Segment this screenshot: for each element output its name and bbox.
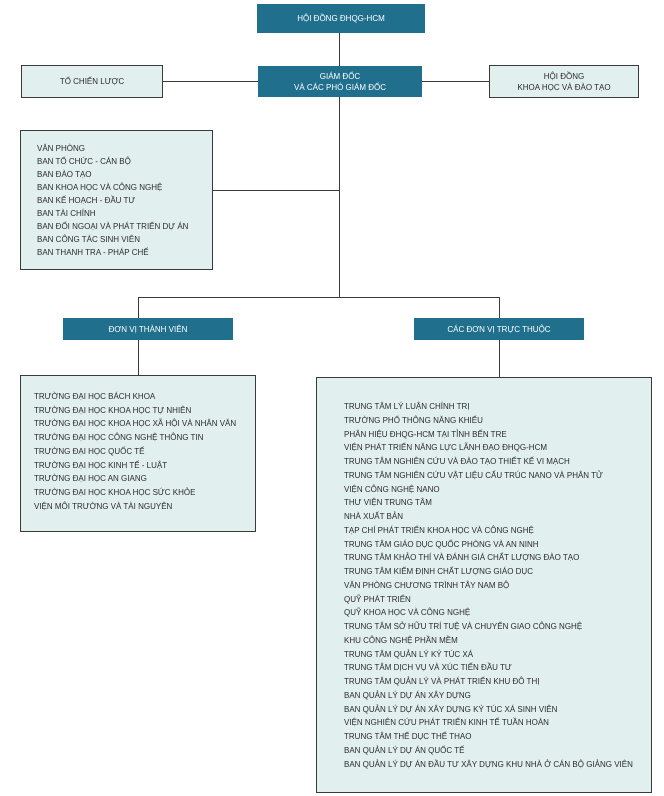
department-item: BAN TÀI CHÍNH	[37, 209, 96, 218]
affiliated-unit-item: KHU CÔNG NGHỆ PHẦN MỀM	[344, 635, 458, 645]
affiliated-unit-item: THƯ VIỆN TRUNG TÂM	[344, 498, 432, 508]
departments-box: VĂN PHÒNG BAN TỔ CHỨC - CÁN BỘ BAN ĐÀO T…	[20, 130, 213, 270]
member-units-list: TRƯỜNG ĐẠI HỌC BÁCH KHOA TRƯỜNG ĐẠI HỌC …	[34, 390, 255, 513]
affiliated-unit-item: TRUNG TÂM QUẢN LÝ VÀ PHÁT TRIỂN KHU ĐÔ T…	[344, 677, 540, 686]
affiliated-unit-item: VIỆN PHÁT TRIỂN NĂNG LỰC LÃNH ĐẠO ĐHQG-H…	[344, 443, 548, 453]
affiliated-units-title: CÁC ĐƠN VỊ TRỰC THUỘC	[447, 324, 551, 334]
member-units-title: ĐƠN VỊ THÀNH VIÊN	[108, 324, 188, 334]
member-units-box: TRƯỜNG ĐẠI HỌC BÁCH KHOA TRƯỜNG ĐẠI HỌC …	[20, 375, 256, 532]
affiliated-unit-item: BAN QUẢN LÝ DỰ ÁN QUỐC TẾ	[344, 745, 465, 755]
affiliated-unit-item: QUỸ KHOA HỌC VÀ CÔNG NGHỆ	[344, 608, 471, 618]
member-unit-item: TRƯỜNG ĐẠI HỌC CÔNG NGHỆ THÔNG TIN	[34, 433, 204, 443]
connector-top	[339, 33, 340, 66]
affiliated-unit-item: VIỆN CÔNG NGHỆ NANO	[344, 484, 440, 494]
affiliated-unit-item: NHÀ XUẤT BẢN	[344, 512, 403, 521]
department-item: BAN KẾ HOẠCH - ĐẦU TƯ	[37, 196, 136, 205]
affiliated-unit-item: BAN QUẢN LÝ DỰ ÁN XÂY DỰNG	[344, 690, 471, 700]
department-item: BAN TỔ CHỨC - CÁN BỘ	[37, 157, 131, 166]
director-box: GIÁM ĐỐC VÀ CÁC PHÓ GIÁM ĐỐC	[258, 66, 422, 97]
department-item: BAN CÔNG TÁC SINH VIÊN	[37, 235, 140, 244]
affiliated-unit-item: BAN QUẢN LÝ DỰ ÁN XÂY DỰNG KÝ TÚC XÁ SIN…	[344, 704, 558, 714]
director-line1: GIÁM ĐỐC	[319, 71, 361, 81]
affiliated-unit-item: TRƯỜNG PHỔ THÔNG NĂNG KHIẾU	[344, 415, 483, 425]
member-unit-item: TRƯỜNG ĐẠI HỌC KINH TẾ - LUẬT	[34, 460, 168, 470]
connector-split	[138, 297, 500, 298]
affiliated-unit-item: TRUNG TÂM DỊCH VỤ VÀ XÚC TIẾN ĐẦU TƯ	[344, 663, 512, 673]
connector-member-list	[138, 340, 139, 375]
member-units-header: ĐƠN VỊ THÀNH VIÊN	[63, 318, 233, 340]
department-item: VĂN PHÒNG	[37, 144, 86, 153]
department-item: BAN KHOA HỌC VÀ CÔNG NGHỆ	[37, 183, 163, 192]
affiliated-unit-item: TRUNG TÂM THỂ DỤC THỂ THAO	[344, 732, 472, 741]
member-unit-item: TRƯỜNG ĐẠI HỌC KHOA HỌC SỨC KHỎE	[34, 487, 196, 497]
member-unit-item: TRƯỜNG ĐẠI HỌC AN GIANG	[34, 474, 147, 484]
council-box: HỘI ĐỒNG ĐHQG-HCM	[257, 4, 425, 33]
connector-right-council	[422, 81, 490, 82]
connector-departments	[212, 190, 339, 191]
science-council-box: HỘI ĐỒNG KHOA HỌC VÀ ĐÀO TẠO	[489, 65, 639, 98]
affiliated-unit-item: TRUNG TÂM GIÁO DỤC QUỐC PHÒNG VÀ AN NINH	[344, 539, 539, 549]
member-unit-item: TRƯỜNG ĐẠI HỌC QUỐC TẾ	[34, 446, 145, 456]
member-unit-item: TRƯỜNG ĐẠI HỌC KHOA HỌC TỰ NHIÊN	[34, 405, 192, 415]
member-unit-item: TRƯỜNG ĐẠI HỌC BÁCH KHOA	[34, 392, 156, 401]
member-unit-item: VIỆN MÔI TRƯỜNG VÀ TÀI NGUYÊN	[34, 501, 173, 511]
affiliated-units-header: CÁC ĐƠN VỊ TRỰC THUỘC	[414, 318, 584, 340]
department-item: BAN ĐỐI NGOẠI VÀ PHÁT TRIỂN DỰ ÁN	[37, 222, 189, 231]
strategy-box: TỔ CHIẾN LƯỢC	[21, 65, 163, 98]
council-label: HỘI ĐỒNG ĐHQG-HCM	[297, 14, 385, 23]
affiliated-unit-item: VIỆN NGHIÊN CỨU PHÁT TRIỂN KINH TẾ TUẦN …	[344, 718, 549, 728]
affiliated-unit-item: TRUNG TÂM NGHIÊN CỨU VÀ ĐÀO TẠO THIẾT KẾ…	[344, 457, 570, 466]
affiliated-units-box: TRUNG TÂM LÝ LUẬN CHÍNH TRỊ TRƯỜNG PHỔ T…	[316, 377, 652, 793]
affiliated-unit-item: TRUNG TÂM SỞ HỮU TRÍ TUỆ VÀ CHUYỂN GIAO …	[344, 622, 583, 631]
connector-affiliated-down	[499, 297, 500, 318]
member-unit-item: TRƯỜNG ĐẠI HỌC KHOA HỌC XÃ HỘI VÀ NHÂN V…	[34, 419, 237, 429]
affiliated-unit-item: TRUNG TÂM QUẢN LÝ KÝ TÚC XÁ	[344, 649, 474, 659]
science-council-line2: KHOA HỌC VÀ ĐÀO TẠO	[517, 82, 611, 92]
affiliated-unit-item: BAN QUẢN LÝ DỰ ÁN ĐẦU TƯ XÂY DỰNG KHU NH…	[344, 759, 633, 769]
department-item: BAN ĐÀO TẠO	[37, 170, 92, 179]
affiliated-units-list: TRUNG TÂM LÝ LUẬN CHÍNH TRỊ TRƯỜNG PHỔ T…	[344, 400, 651, 771]
affiliated-unit-item: TRUNG TÂM LÝ LUẬN CHÍNH TRỊ	[344, 402, 470, 411]
connector-affiliated-list	[499, 340, 500, 377]
department-item: BAN THANH TRA - PHÁP CHẾ	[37, 248, 149, 257]
affiliated-unit-item: TRUNG TÂM KIỂM ĐỊNH CHẤT LƯỢNG GIÁO DỤC	[344, 567, 533, 576]
strategy-label: TỔ CHIẾN LƯỢC	[59, 77, 125, 86]
connector-left-strategy	[163, 81, 259, 82]
affiliated-unit-item: VĂN PHÒNG CHƯƠNG TRÌNH TÂY NAM BỘ	[344, 580, 510, 590]
science-council-line1: HỘI ĐỒNG	[543, 71, 585, 81]
affiliated-unit-item: QUỸ PHÁT TRIỂN	[344, 594, 411, 604]
affiliated-unit-item: TẠP CHÍ PHÁT TRIỂN KHOA HỌC VÀ CÔNG NGHỆ	[344, 525, 534, 535]
director-line2: VÀ CÁC PHÓ GIÁM ĐỐC	[293, 82, 386, 92]
connector-trunk	[339, 97, 340, 298]
affiliated-unit-item: TRUNG TÂM KHẢO THÍ VÀ ĐÁNH GIÁ CHẤT LƯỢN…	[344, 553, 580, 563]
affiliated-unit-item: TRUNG TÂM NGHIÊN CỨU VẬT LIỆU CẤU TRÚC N…	[344, 470, 603, 480]
departments-list: VĂN PHÒNG BAN TỔ CHỨC - CÁN BỘ BAN ĐÀO T…	[37, 142, 212, 259]
connector-member-down	[138, 297, 139, 318]
affiliated-unit-item: PHÂN HIỆU ĐHQG-HCM TẠI TỈNH BẾN TRE	[344, 429, 507, 439]
